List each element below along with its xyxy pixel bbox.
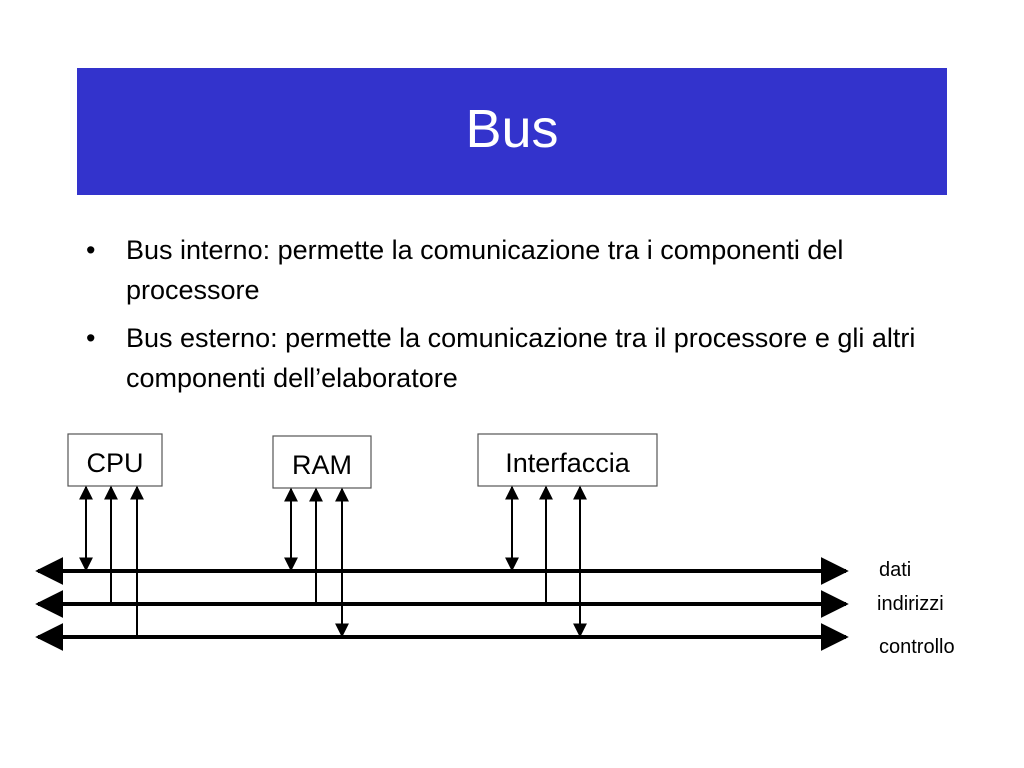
- component-boxes: CPU RAM Interfaccia: [67, 433, 658, 489]
- bus-label: indirizzi: [877, 593, 944, 615]
- bus-control: controllo: [35, 623, 955, 658]
- component-io: Interfaccia: [477, 433, 658, 487]
- bus-address: indirizzi: [35, 590, 944, 618]
- component-box: [272, 435, 372, 489]
- bus-data: dati: [35, 557, 911, 585]
- bus-label: controllo: [879, 636, 955, 658]
- bullet-text: Bus interno: permette la comunicazione t…: [126, 235, 844, 305]
- component-box: [477, 433, 658, 487]
- bullet-icon: •: [86, 235, 96, 265]
- title-banner: Bus: [77, 68, 947, 195]
- bullet-item-external-bus: • Bus esterno: permette la comunicazione…: [86, 318, 946, 398]
- bus-connectors: [79, 485, 587, 638]
- bus-lines: dati indirizzi controllo: [35, 557, 955, 658]
- component-cpu: CPU: [67, 433, 163, 487]
- bullet-text: Bus esterno: permette la comunicazione t…: [126, 323, 916, 393]
- component-label: CPU: [86, 448, 143, 478]
- component-label: Interfaccia: [505, 448, 631, 478]
- bus-label: dati: [879, 559, 911, 581]
- bullet-list: • Bus interno: permette la comunicazione…: [86, 230, 946, 406]
- bullet-item-internal-bus: • Bus interno: permette la comunicazione…: [86, 230, 946, 310]
- component-label: RAM: [292, 450, 352, 480]
- component-ram: RAM: [272, 435, 372, 489]
- bullet-icon: •: [86, 323, 96, 353]
- slide-title: Bus: [465, 98, 559, 159]
